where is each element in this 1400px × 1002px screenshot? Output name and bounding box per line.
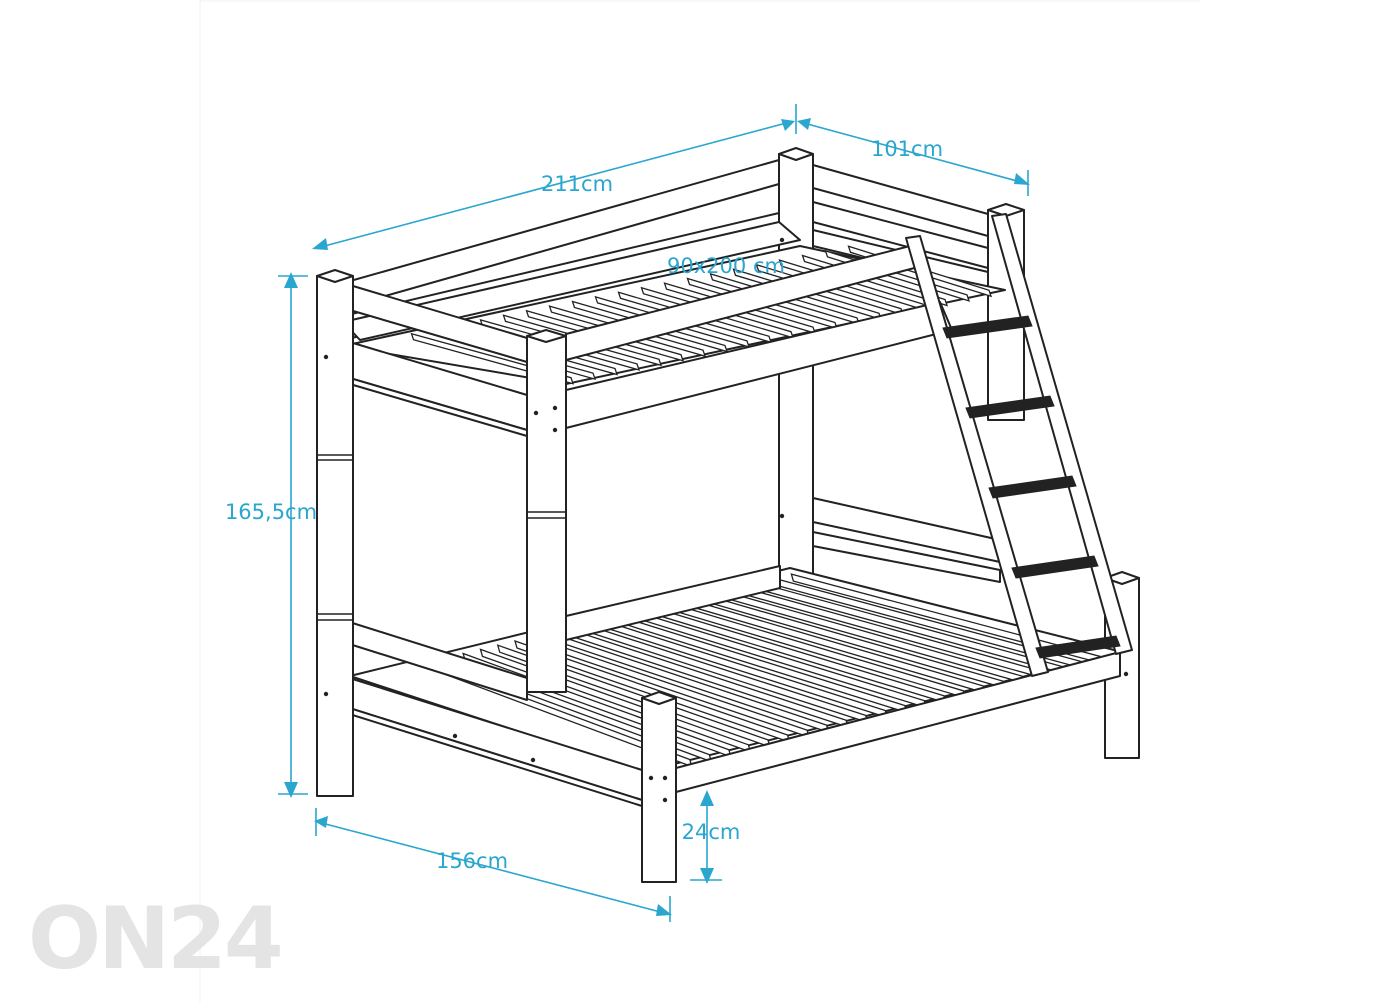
dimension-annotations: 211cm 101cm 90x200 cm 165,5cm 156cm 24cm bbox=[225, 104, 1030, 922]
dim-width-label: 101cm bbox=[871, 137, 943, 161]
on24-watermark: ON24 bbox=[28, 889, 281, 989]
dim-mattress-label: 90x200 cm bbox=[667, 254, 785, 278]
dim-height-label: 165,5cm bbox=[225, 500, 317, 524]
dim-length-label: 211cm bbox=[541, 172, 613, 196]
dim-clearance-label: 24cm bbox=[682, 820, 741, 844]
ladder bbox=[905, 213, 1133, 677]
dim-bottom-width-label: 156cm bbox=[436, 849, 508, 873]
lower-bunk bbox=[342, 565, 1123, 807]
front-posts bbox=[316, 147, 1140, 883]
